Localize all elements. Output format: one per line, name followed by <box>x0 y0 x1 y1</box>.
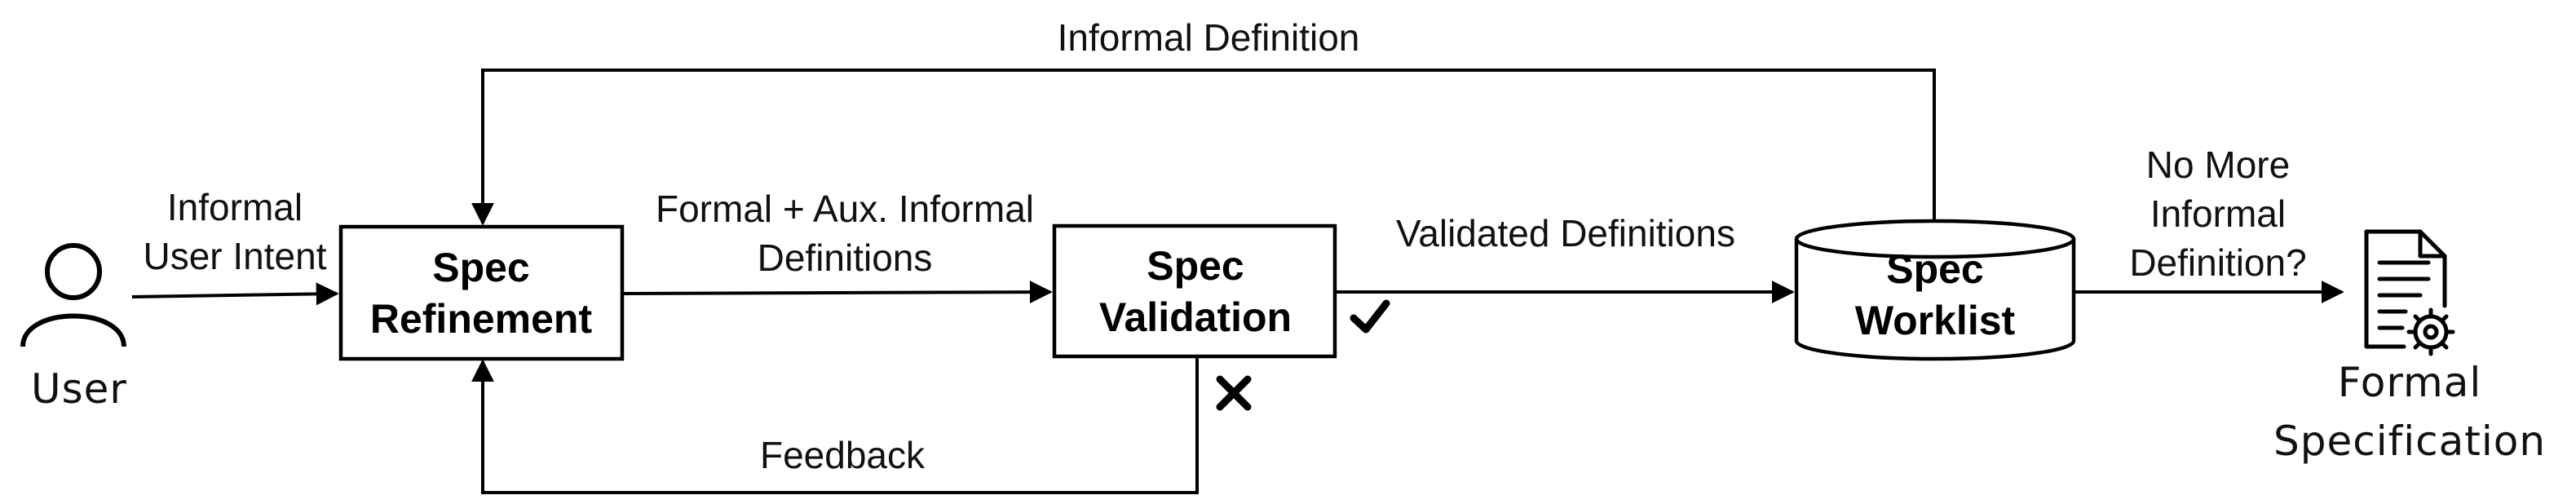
spec-refinement-title-line1: Spec <box>432 245 530 290</box>
user-label: User <box>31 365 127 413</box>
document-gear-icon <box>2364 229 2455 356</box>
edge-refinement-to-validation <box>621 281 1053 304</box>
spec-validation-box: Spec Validation <box>1052 223 1337 359</box>
edge-label-informal-definition: Informal Definition <box>1058 16 1360 59</box>
check-mark-icon <box>1350 299 1390 334</box>
spec-refinement-title-line2: Refinement <box>370 296 593 342</box>
spec-worklist-title-line2: Worklist <box>1855 298 2016 343</box>
cross-mark-icon <box>1216 375 1252 411</box>
edge-label-formal-aux-line1: Formal + Aux. Informal <box>656 188 1034 230</box>
formal-specification-label-line1: Formal <box>2338 359 2481 406</box>
spec-worklist-title-line1: Spec <box>1886 246 1984 292</box>
edge-validation-feedback <box>471 358 1199 494</box>
edge-worklist-to-refinement <box>471 69 1936 226</box>
person-icon <box>20 243 126 347</box>
edge-label-validated-definitions: Validated Definitions <box>1396 212 1735 254</box>
edge-label-no-more-line3: Definition? <box>2129 241 2306 284</box>
formal-specification-label-line2: Specification <box>2273 418 2546 465</box>
spec-refinement-box: Spec Refinement <box>338 224 625 361</box>
edge-label-no-more-line2: Informal <box>2150 192 2286 235</box>
user-node: User <box>20 243 127 413</box>
spec-validation-title-line2: Validation <box>1099 294 1292 340</box>
spec-validation-title-line1: Spec <box>1147 243 1244 289</box>
edge-label-formal-aux-line2: Definitions <box>758 237 933 279</box>
formal-specification-node: Formal Specification <box>2273 229 2546 465</box>
edge-label-feedback: Feedback <box>760 434 926 476</box>
spec-worklist-database: Spec Worklist <box>1794 219 2076 361</box>
edge-label-informal-user-intent-line2: User Intent <box>144 235 327 277</box>
edge-label-no-more-line1: No More <box>2146 144 2290 186</box>
edge-user-to-refinement <box>131 282 339 306</box>
edge-label-informal-user-intent-line1: Informal <box>167 186 303 228</box>
